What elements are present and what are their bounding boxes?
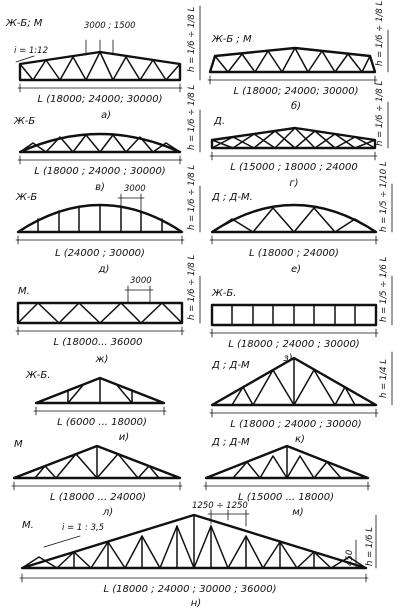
truss-k-caption: к) xyxy=(295,434,305,445)
truss-k-material: Д ; Д-М xyxy=(211,360,250,371)
truss-b-web xyxy=(214,47,371,73)
truss-zh-web xyxy=(17,302,183,324)
truss-d-panel: 3000 xyxy=(124,184,146,194)
truss-z-material: Ж-Б. xyxy=(211,288,236,299)
truss-b-height: h = 1/6 ÷ 1/8 L xyxy=(375,0,385,66)
truss-z-web xyxy=(231,304,356,326)
truss-d-span: L (24000 ; 30000) xyxy=(55,248,145,259)
truss-n: М. i = 1 : 3,5 1250 ÷ 1250 450 L (18000 … xyxy=(19,501,377,609)
truss-n-depth: 450 xyxy=(345,550,355,566)
truss-z: Ж-Б. L (18000 ; 24000 ; 30000) з) h = 1/… xyxy=(209,256,393,364)
truss-a-height: h = 1/6 ÷ 1/8 L xyxy=(187,6,197,72)
truss-zh: М. 3000 L (18000... 36000 ж) h = 1/6 ÷ 1… xyxy=(15,254,201,365)
truss-zh-panel: 3000 xyxy=(130,276,152,286)
truss-b-chords xyxy=(208,46,377,74)
truss-b-span: L (18000; 24000; 30000) xyxy=(233,86,358,97)
truss-a-slope: i = 1:12 xyxy=(14,46,48,56)
truss-v-height: h = 1/6 ÷ 1/8 L xyxy=(187,84,197,150)
truss-e: Д ; Д-М. L (18000 ; 24000) е) h = 1/5 ÷ … xyxy=(209,161,393,275)
truss-l-span: L (18000 ... 24000) xyxy=(50,492,146,503)
truss-m-caption: м) xyxy=(292,507,303,518)
truss-g-span: L (15000 ; 18000 ; 24000 xyxy=(230,162,358,173)
truss-e-height: h = 1/5 ÷ 1/10 L xyxy=(379,161,389,232)
truss-b: Ж-Б ; М L (18000; 24000; 30000) б) h = 1… xyxy=(207,0,389,112)
truss-e-web xyxy=(211,207,377,233)
truss-z-height: h = 1/5 ÷ 1/6 L xyxy=(379,256,389,322)
truss-a-web xyxy=(19,51,181,81)
slope-arrow xyxy=(43,535,81,548)
truss-n-web xyxy=(21,514,367,569)
truss-n-slope: i = 1 : 3,5 xyxy=(62,523,104,533)
truss-z-span: L (18000 ; 24000 ; 30000) xyxy=(228,339,359,350)
truss-z-caption: з) xyxy=(283,353,292,364)
truss-m: Д ; Д-М L (15000 ... 18000) м) xyxy=(203,437,371,518)
truss-a-chords xyxy=(18,50,182,82)
truss-l: М L (18000 ... 24000) л) xyxy=(11,439,183,518)
truss-k-web xyxy=(231,357,356,406)
truss-v: Ж-Б L (18000 ; 24000 ; 30000) в) h = 1/6… xyxy=(13,84,201,193)
truss-n-panel: 1250 ÷ 1250 xyxy=(192,501,248,511)
truss-k: Д ; Д-М L (18000 ; 24000 ; 30000) к) h =… xyxy=(209,351,393,445)
truss-zh-caption: ж) xyxy=(95,354,109,365)
truss-d-caption: д) xyxy=(98,264,110,275)
truss-v-material: Ж-Б xyxy=(13,116,35,127)
truss-k-span: L (18000 ; 24000 ; 30000) xyxy=(230,419,361,430)
truss-i-span: L (6000 ... 18000) xyxy=(57,417,147,428)
truss-d-height: h = 1/6 ÷ 1/8 L xyxy=(187,164,197,230)
truss-i-web xyxy=(67,377,133,404)
truss-v-web xyxy=(19,134,181,153)
truss-n-height: h = 1/6 L xyxy=(365,527,375,566)
truss-m-material: Д ; Д-М xyxy=(211,437,250,448)
truss-e-caption: е) xyxy=(291,264,301,275)
truss-i-caption: и) xyxy=(119,432,129,443)
truss-l-material: М xyxy=(14,439,23,450)
truss-n-span: L (18000 ; 24000 ; 30000 ; 36000) xyxy=(104,584,277,595)
truss-b-material: Ж-Б ; М xyxy=(211,34,252,45)
truss-d-chords xyxy=(16,203,184,234)
truss-e-material: Д ; Д-М. xyxy=(211,192,253,203)
truss-d-web xyxy=(37,204,163,233)
slope-arrow xyxy=(15,55,35,63)
truss-a-material: Ж-Б; М xyxy=(5,18,43,29)
truss-l-caption: л) xyxy=(102,507,113,518)
truss-m-web xyxy=(232,445,342,479)
truss-d: Ж-Б 3000 L (24000 ; 30000) д) h = 1/6 ÷ … xyxy=(15,164,201,275)
truss-v-chords xyxy=(18,132,182,154)
truss-g-web xyxy=(211,127,376,149)
truss-zh-chords xyxy=(16,301,184,325)
truss-n-material: М. xyxy=(22,520,34,531)
truss-b-caption: б) xyxy=(291,100,301,112)
truss-g-caption: г) xyxy=(289,178,298,189)
truss-a: Ж-Б; М i = 1:12 3000 ; 1500 L (18000; 24… xyxy=(5,5,201,121)
truss-g-height: h = 1/6 ÷ 1/8 L xyxy=(375,80,385,146)
truss-a-caption: а) xyxy=(101,110,111,121)
truss-zh-height: h = 1/6 ÷ 1/8 L xyxy=(187,254,197,320)
truss-e-span: L (18000 ; 24000) xyxy=(249,248,339,259)
truss-a-span: L (18000; 24000; 30000) xyxy=(37,94,162,105)
truss-m-span: L (15000 ... 18000) xyxy=(238,492,334,503)
truss-k-height: h = 1/4 L xyxy=(379,359,389,398)
truss-v-span: L (18000 ; 24000 ; 30000) xyxy=(34,166,165,177)
truss-zh-span: L (18000... 36000 xyxy=(54,337,143,348)
truss-d-material: Ж-Б xyxy=(15,192,37,203)
truss-n-caption: н) xyxy=(191,598,201,609)
truss-g-material: Д. xyxy=(213,116,225,127)
truss-g: Д. L (15000 ; 18000 ; 24000 г) h = 1/6 ÷… xyxy=(209,80,389,189)
truss-a-panel: 3000 ; 1500 xyxy=(84,21,136,31)
truss-i-material: Ж-Б. xyxy=(25,370,50,381)
truss-zh-material: М. xyxy=(18,286,30,297)
truss-l-web xyxy=(34,445,160,479)
truss-v-caption: в) xyxy=(95,182,105,193)
truss-e-chords xyxy=(210,203,378,234)
truss-i: Ж-Б. L (6000 ... 18000) и) xyxy=(25,370,167,443)
